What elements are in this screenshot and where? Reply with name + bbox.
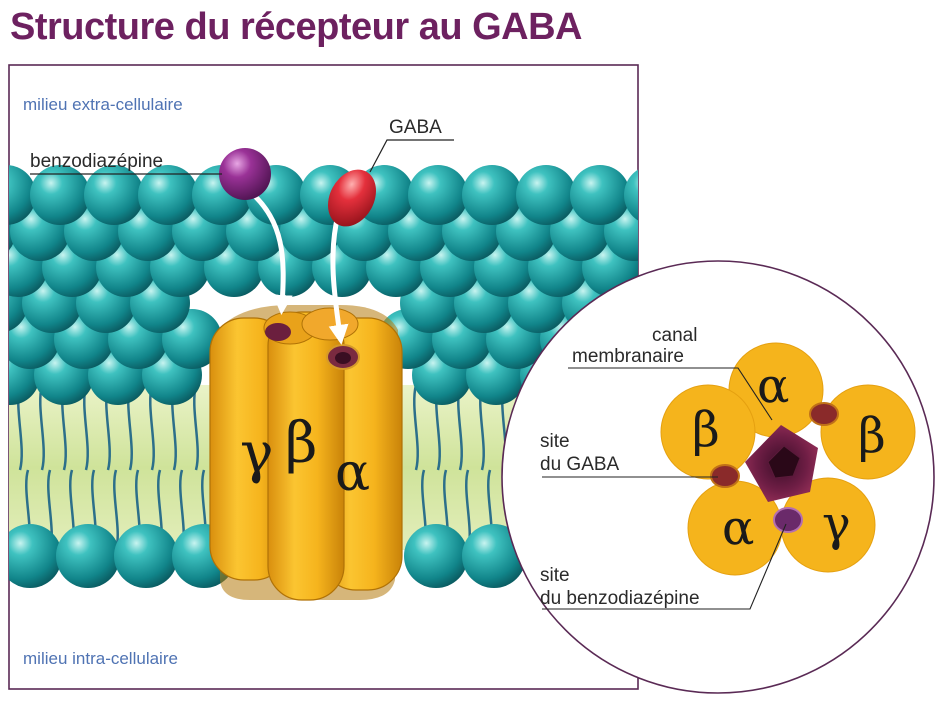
top-beta-right-label: β — [858, 408, 886, 464]
top-gamma-label: γ — [822, 496, 851, 552]
subunit-gamma-label: γ — [240, 421, 273, 486]
lipid-head — [9, 524, 62, 588]
lipid-head — [624, 169, 638, 221]
subunit-top-beta-right — [820, 384, 916, 480]
benzodiazepine-site-label-1: site — [540, 565, 570, 586]
lipid-head — [56, 524, 120, 588]
lipid-head — [9, 165, 36, 225]
benzodiazepine-arrow — [246, 188, 293, 315]
canal-label-2: membranaire — [572, 346, 684, 367]
lipid-head — [462, 524, 526, 588]
gaba-molecule — [328, 169, 376, 227]
gaba-site-marker — [710, 464, 740, 488]
lipid-head — [30, 165, 90, 225]
canal-label-1: canal — [652, 325, 697, 346]
benzodiazepine-site-label-2: du benzodiazépine — [540, 588, 700, 609]
intracellular-label: milieu intra-cellulaire — [23, 649, 178, 668]
top-alpha-label: α — [757, 358, 789, 414]
lipid-head — [84, 165, 144, 225]
benzodiazepine-site-marker — [773, 507, 803, 533]
gaba-label: GABA — [389, 117, 442, 138]
receptor-side-view: γ β α — [209, 305, 403, 601]
lipid-head — [114, 524, 178, 588]
gaba-site-label-1: site — [540, 431, 570, 452]
subunit-alpha-label: α — [335, 443, 370, 503]
page-title: Structure du récepteur au GABA — [10, 6, 583, 48]
lipid-head — [138, 165, 198, 225]
extracellular-label: milieu extra-cellulaire — [23, 95, 183, 114]
lipid-head — [462, 165, 522, 225]
subunit-beta — [267, 311, 345, 601]
lipid-head — [404, 524, 468, 588]
lipid-head — [516, 165, 576, 225]
benzodiazepine-molecule — [219, 148, 271, 200]
subunit-beta-label: β — [285, 411, 317, 476]
subunit-top-beta-left — [660, 384, 756, 480]
lipid-head — [570, 165, 630, 225]
top-view-inset: α β β α γ canal membranaire site du GABA… — [501, 260, 935, 694]
gaba-arrow — [328, 214, 349, 345]
lipid-head — [408, 165, 468, 225]
gaba-site-label-2: du GABA — [540, 454, 620, 475]
benzodiazepine-binding-pocket — [265, 323, 291, 341]
top-beta-left-label: β — [692, 402, 720, 458]
benzodiazepine-label: benzodiazépine — [30, 151, 163, 172]
top-alpha-lower-label: α — [722, 500, 754, 556]
